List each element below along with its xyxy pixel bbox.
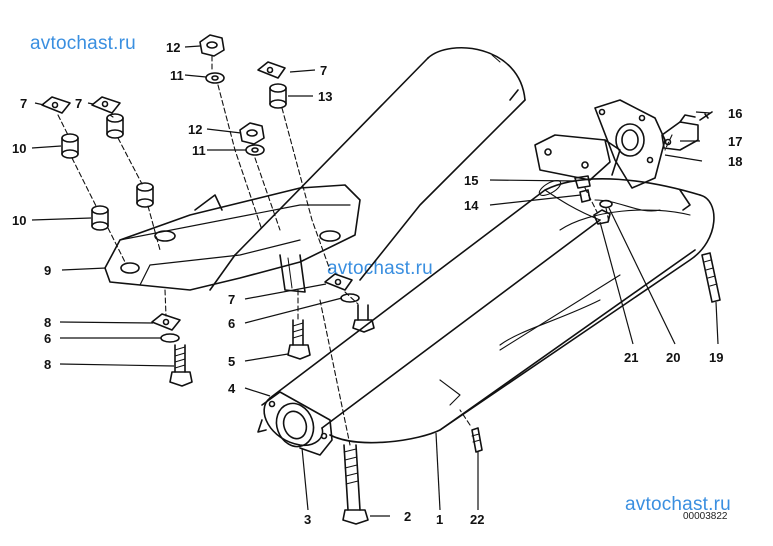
bushing-b bbox=[136, 182, 154, 208]
casing-tube bbox=[263, 178, 715, 447]
switch-assembly bbox=[661, 111, 713, 151]
callout-17: 17 bbox=[728, 134, 742, 149]
bolt-8 bbox=[169, 344, 193, 387]
screw-15 bbox=[574, 175, 591, 189]
callout-5: 5 bbox=[228, 354, 235, 369]
washer-top bbox=[205, 72, 225, 84]
callout-14: 14 bbox=[464, 198, 479, 213]
plate-lower bbox=[151, 313, 181, 331]
washer-mid bbox=[245, 144, 265, 156]
screw-14 bbox=[579, 189, 591, 203]
callout-22: 22 bbox=[470, 512, 484, 527]
callout-18: 18 bbox=[728, 154, 742, 169]
screw-22 bbox=[471, 427, 483, 453]
callout-9: 9 bbox=[44, 263, 51, 278]
washer-6-left bbox=[160, 333, 180, 343]
callout-7: 7 bbox=[320, 63, 327, 78]
watermark: avtochast.ru bbox=[327, 258, 433, 279]
plate-left-1 bbox=[41, 96, 71, 114]
hex-nut-top bbox=[199, 34, 225, 57]
washer-6-center bbox=[340, 293, 360, 303]
callout-20: 20 bbox=[666, 350, 680, 365]
callout-11: 11 bbox=[192, 143, 206, 158]
callout-labels: 12 11 7 13 7 7 10 12 11 10 9 7 6 8 6 8 5… bbox=[12, 40, 742, 527]
callout-12: 12 bbox=[188, 122, 202, 137]
callout-3: 3 bbox=[304, 512, 311, 527]
watermark: avtochast.ru bbox=[30, 33, 136, 54]
bolt-center bbox=[352, 304, 375, 333]
callout-8: 8 bbox=[44, 357, 51, 372]
callout-7: 7 bbox=[228, 292, 235, 307]
bushing-10b bbox=[91, 205, 109, 231]
bushing-13 bbox=[269, 83, 287, 109]
callout-12: 12 bbox=[166, 40, 180, 55]
bushing-a bbox=[106, 113, 124, 139]
bolt-5 bbox=[287, 319, 311, 360]
callout-15: 15 bbox=[464, 173, 478, 188]
callout-1: 1 bbox=[436, 512, 443, 527]
callout-4: 4 bbox=[228, 381, 236, 396]
leader-lines bbox=[31, 45, 719, 517]
callout-7: 7 bbox=[20, 96, 27, 111]
callout-19: 19 bbox=[709, 350, 723, 365]
callout-7: 7 bbox=[75, 96, 82, 111]
watermark: avtochast.ru bbox=[625, 494, 731, 515]
callout-16: 16 bbox=[728, 106, 742, 121]
callout-13: 13 bbox=[318, 89, 332, 104]
callout-6: 6 bbox=[228, 316, 235, 331]
callout-10: 10 bbox=[12, 141, 26, 156]
bolt-2 bbox=[342, 444, 369, 525]
callout-21: 21 bbox=[624, 350, 638, 365]
cross-member bbox=[104, 184, 361, 293]
lower-flange bbox=[257, 391, 333, 456]
plate-top-right bbox=[257, 61, 286, 79]
callout-7: 8 bbox=[44, 315, 51, 330]
callout-2: 2 bbox=[404, 509, 411, 524]
document-id: 00003822 bbox=[683, 511, 728, 522]
plate-left-2 bbox=[91, 96, 121, 114]
plate-center bbox=[324, 273, 353, 291]
nut-21 bbox=[593, 209, 611, 225]
callout-11: 11 bbox=[170, 68, 184, 83]
column-tube bbox=[209, 47, 526, 291]
bushing-10a bbox=[61, 133, 79, 159]
hex-nut-mid bbox=[239, 122, 265, 145]
screw-19 bbox=[701, 252, 721, 303]
callout-10: 10 bbox=[12, 213, 26, 228]
upper-bracket bbox=[534, 99, 666, 189]
callout-6: 6 bbox=[44, 331, 51, 346]
